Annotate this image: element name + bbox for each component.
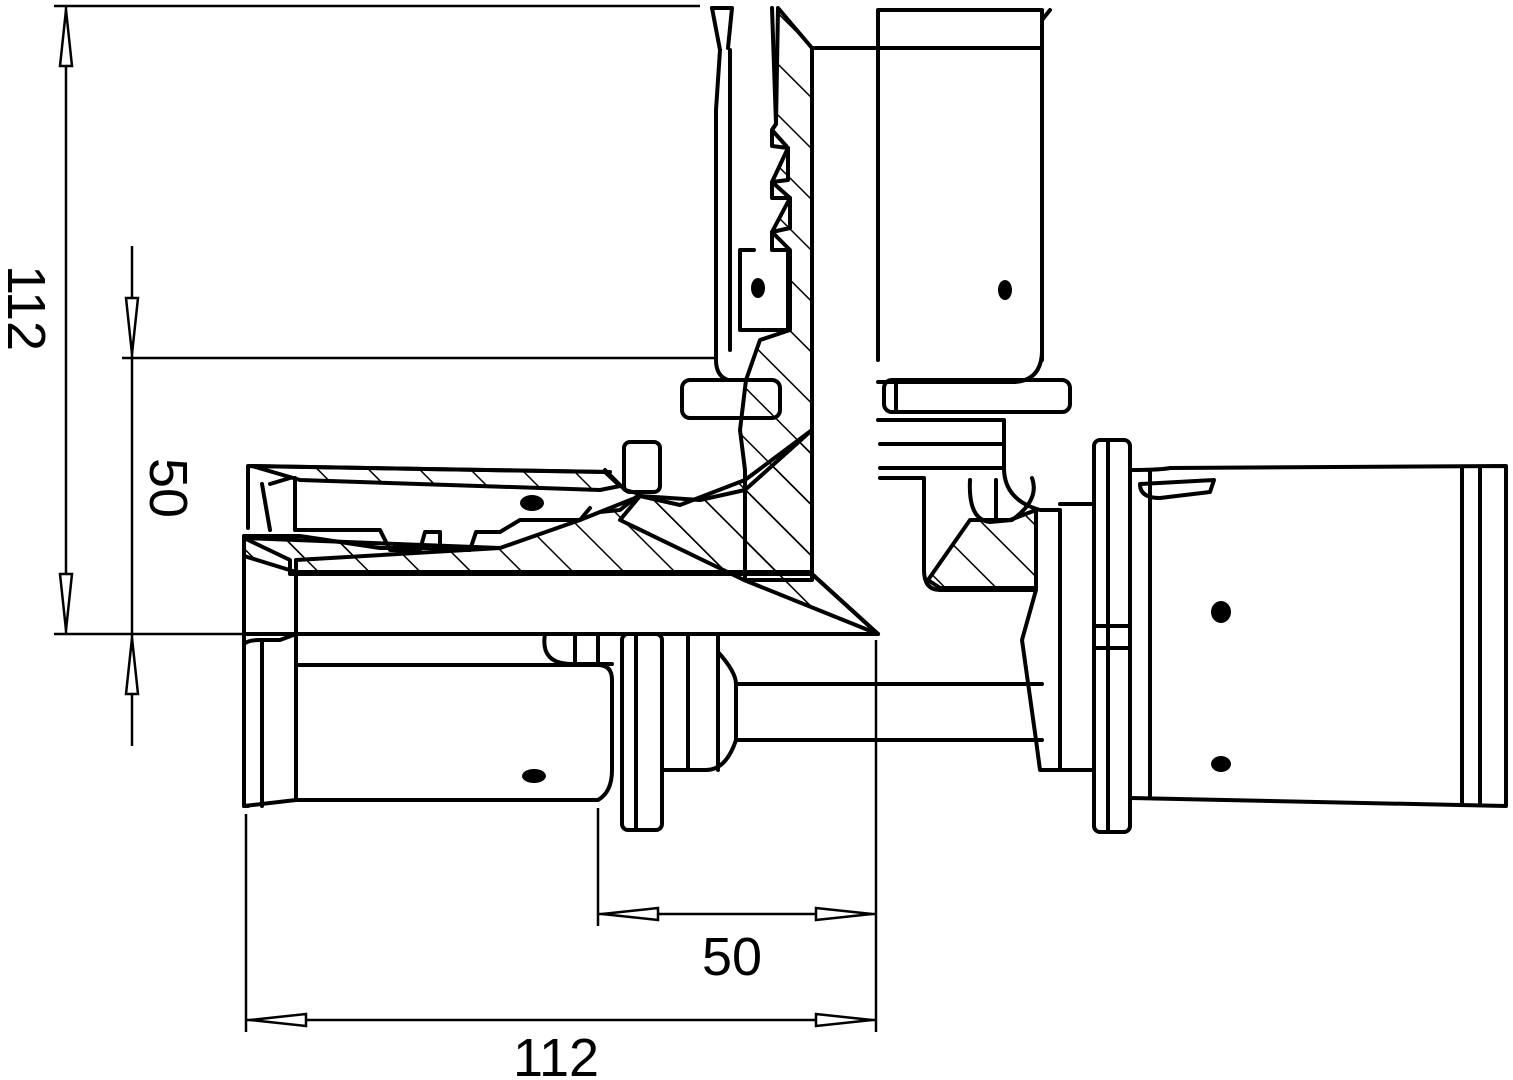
dim-label-horizontal-branch: 50 — [702, 927, 762, 987]
dim-label-vertical-total: 112 — [0, 265, 56, 351]
dim-arrow-down — [124, 296, 140, 355]
dim-arrow-up — [58, 9, 74, 68]
dim-label-horizontal-total: 112 — [513, 1028, 599, 1080]
dim-arrow-right — [814, 906, 873, 922]
dim-arrow-up — [124, 637, 140, 696]
dimension-horizontal-branch: 50 — [596, 640, 878, 1032]
dimension-horizontal-total: 112 — [244, 814, 876, 1080]
dim-label-vertical-branch: 50 — [138, 458, 198, 518]
dim-arrow-down — [58, 572, 74, 631]
dimension-vertical-branch: 50 — [122, 246, 716, 746]
dimension-vertical-total: 112 — [0, 4, 700, 636]
dim-arrow-right — [814, 1012, 873, 1028]
right-branch — [876, 418, 1508, 834]
dim-arrow-left — [249, 1012, 308, 1028]
left-branch — [242, 428, 1044, 832]
dim-arrow-left — [601, 906, 660, 922]
